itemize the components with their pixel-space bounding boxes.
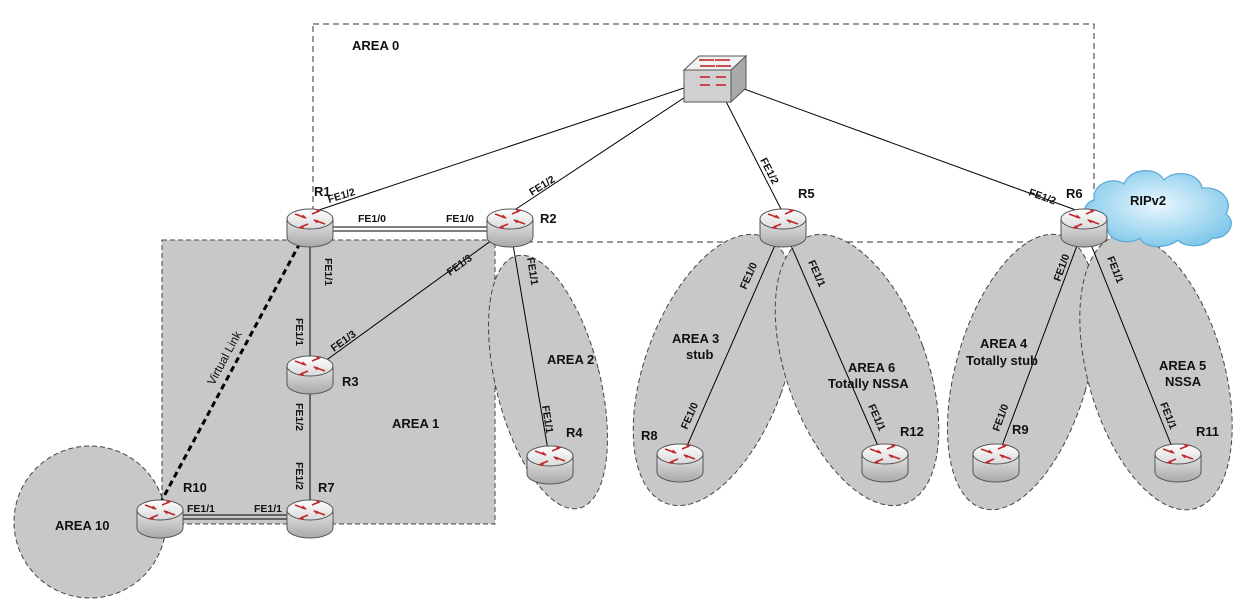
area5-label: AREA 5 bbox=[1159, 358, 1206, 373]
link-r6-r9 bbox=[995, 226, 1085, 463]
router-icon-r6[interactable] bbox=[1060, 208, 1108, 248]
cloud-label: RIPv2 bbox=[1130, 193, 1166, 208]
area5-type-label: NSSA bbox=[1165, 374, 1202, 389]
router-label-r9: R9 bbox=[1012, 422, 1029, 437]
link-r5-r12 bbox=[782, 226, 886, 463]
router-icon-r12[interactable] bbox=[861, 443, 909, 483]
router-icon-r4[interactable] bbox=[526, 445, 574, 485]
router-label-r5: R5 bbox=[798, 186, 815, 201]
router-icon-r5[interactable] bbox=[759, 208, 807, 248]
if-label-r1-r3: FE1/1 bbox=[322, 258, 334, 286]
if-label-r3-r7: FE1/2 bbox=[293, 403, 305, 431]
link-r2-r4 bbox=[509, 226, 551, 463]
if-label-r7-r3: FE1/2 bbox=[293, 462, 305, 490]
router-label-r11: R11 bbox=[1196, 424, 1219, 439]
if-label-r10-r7: FE1/1 bbox=[187, 503, 215, 515]
link-r5-r8 bbox=[679, 226, 784, 463]
link-r2-switch bbox=[509, 77, 715, 214]
router-label-r7: R7 bbox=[318, 480, 335, 495]
router-label-r2: R2 bbox=[540, 211, 557, 226]
router-label-r1: R1 bbox=[314, 184, 331, 199]
area4-label: AREA 4 bbox=[980, 336, 1028, 351]
if-label-r2-r1: FE1/0 bbox=[446, 213, 474, 225]
router-label-r3: R3 bbox=[342, 374, 359, 389]
router-label-r4: R4 bbox=[566, 425, 583, 440]
cloud-icon bbox=[1084, 170, 1232, 248]
area2-region bbox=[488, 254, 608, 510]
area2-label: AREA 2 bbox=[547, 352, 594, 367]
router-icon-r2[interactable] bbox=[486, 208, 534, 248]
area0-boundary bbox=[312, 23, 1095, 243]
virtual-link bbox=[160, 242, 302, 501]
area6-type-label: Totally NSSA bbox=[828, 376, 909, 391]
if-label-r1-r2: FE1/0 bbox=[358, 213, 386, 225]
area6-label: AREA 6 bbox=[848, 360, 895, 375]
router-icon-r8[interactable] bbox=[656, 443, 704, 483]
link-r1-switch bbox=[309, 77, 715, 214]
area5-region bbox=[1079, 233, 1233, 511]
area4-type-label: Totally stub bbox=[966, 353, 1038, 368]
router-icon-r7[interactable] bbox=[286, 499, 334, 539]
if-label-r3-r1: FE1/1 bbox=[293, 318, 305, 346]
router-label-r8: R8 bbox=[641, 428, 658, 443]
area3-label: AREA 3 bbox=[672, 331, 719, 346]
router-label-r12: R12 bbox=[900, 424, 924, 439]
router-icon-r1[interactable] bbox=[286, 208, 334, 248]
link-r6-r11 bbox=[1083, 226, 1179, 463]
area10-label: AREA 10 bbox=[55, 518, 109, 533]
area1-label: AREA 1 bbox=[392, 416, 439, 431]
if-label-r7-r10: FE1/1 bbox=[254, 503, 282, 515]
link-r2-r3 bbox=[309, 226, 511, 373]
if-label-r2-sw: FE1/2 bbox=[527, 173, 557, 198]
if-label-r5-sw: FE1/2 bbox=[757, 156, 780, 187]
if-label-r4-r2: FE1/1 bbox=[539, 405, 555, 435]
router-icon-r3[interactable] bbox=[286, 355, 334, 395]
link-r6-switch bbox=[713, 77, 1085, 214]
if-label-r2-r4: FE1/1 bbox=[524, 257, 540, 287]
router-label-r6: R6 bbox=[1066, 186, 1083, 201]
switch-icon[interactable] bbox=[682, 54, 748, 104]
router-label-r10: R10 bbox=[183, 480, 207, 495]
router-icon-r11[interactable] bbox=[1154, 443, 1202, 483]
area0-label: AREA 0 bbox=[352, 38, 399, 53]
router-icon-r9[interactable] bbox=[972, 443, 1020, 483]
router-icon-r10[interactable] bbox=[136, 499, 184, 539]
links bbox=[160, 77, 1179, 520]
area3-type-label: stub bbox=[686, 347, 714, 362]
if-label-r6-sw: FE1/2 bbox=[1027, 187, 1058, 208]
